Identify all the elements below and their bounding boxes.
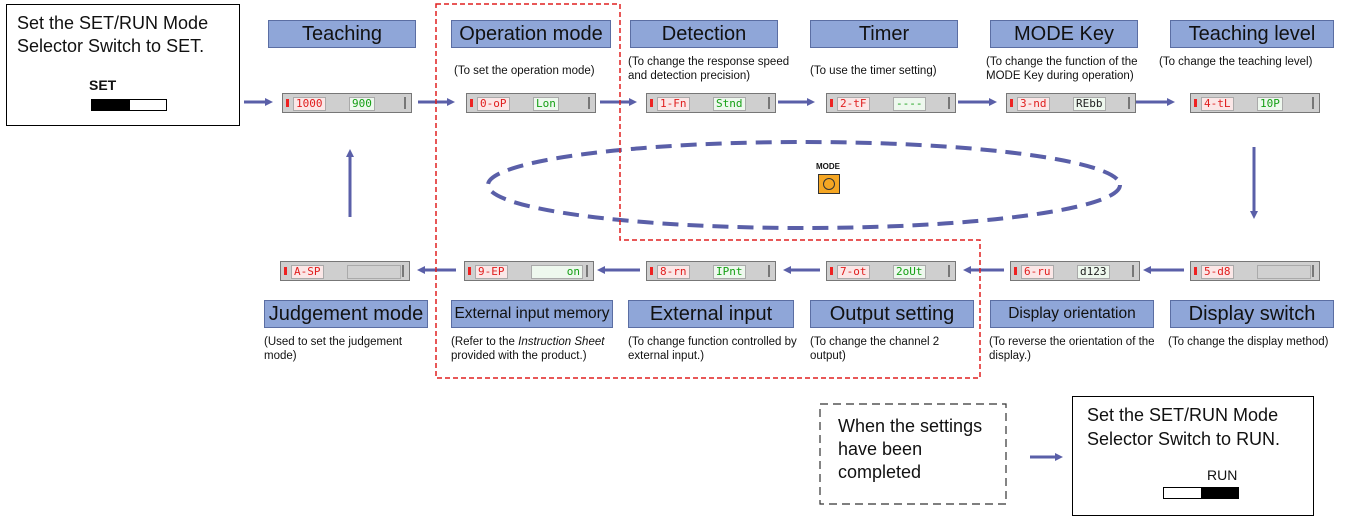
teaching-level-title: Teaching level	[1170, 20, 1334, 48]
display-green: IPnt	[713, 265, 746, 279]
teaching-title: Teaching	[268, 20, 416, 48]
operation-mode-title: Operation mode	[451, 20, 611, 48]
output-setting-title: Output setting	[810, 300, 974, 328]
display-red: 9-EP	[475, 265, 508, 279]
display-red: 2-tF	[837, 97, 870, 111]
display-red: 6-ru	[1021, 265, 1054, 279]
external-input-memory-desc: (Refer to the Instruction Sheet provided…	[451, 336, 605, 362]
display-orientation-desc: (To reverse the orientation of the displ…	[989, 336, 1155, 362]
teaching-display: 1000 900	[282, 93, 412, 113]
timer-display: 2-tF ----	[826, 93, 956, 113]
detection-display: 1-Fn Stnd	[646, 93, 776, 113]
run-switch-label: RUN	[1207, 467, 1238, 483]
mode-button-label: MODE	[816, 162, 840, 171]
external-input-title: External input	[628, 300, 794, 328]
display-green	[347, 265, 401, 279]
external-input-desc: (To change function controlled by extern…	[628, 336, 797, 362]
external-input-display: 8-rn IPnt	[646, 261, 776, 281]
display-red: 1-Fn	[657, 97, 690, 111]
display-green: REbb	[1073, 97, 1106, 111]
display-red: 3-nd	[1017, 97, 1050, 111]
display-switch-desc: (To change the display method)	[1168, 336, 1329, 348]
display-red: 0-oP	[477, 97, 510, 111]
timer-desc: (To use the timer setting)	[810, 65, 937, 77]
end-instruction-text: Set the SET/RUN Mode Selector Switch to …	[1087, 405, 1281, 449]
operation-mode-desc: (To set the operation mode)	[454, 65, 595, 77]
operation-mode-display: 0-oP Lon	[466, 93, 596, 113]
mode-key-desc: (To change the function of the MODE Key …	[986, 56, 1138, 82]
display-green: d123	[1077, 265, 1110, 279]
set-switch-label: SET	[89, 77, 117, 93]
set-run-switch	[1163, 487, 1239, 499]
start-instruction-box: Set the SET/RUN Mode Selector Switch to …	[6, 4, 240, 126]
output-setting-display: 7-ot 2oUt	[826, 261, 956, 281]
display-green: Stnd	[713, 97, 746, 111]
end-instruction-box: Set the SET/RUN Mode Selector Switch to …	[1072, 396, 1314, 516]
detection-desc: (To change the response speed and detect…	[628, 56, 790, 82]
detection-title: Detection	[630, 20, 778, 48]
display-orientation-display: 6-ru d123	[1010, 261, 1140, 281]
mode-key-display: 3-nd REbb	[1006, 93, 1136, 113]
mode-button[interactable]	[818, 174, 840, 194]
done-box-text: When the settings have been completed	[838, 416, 983, 482]
display-switch-title: Display switch	[1170, 300, 1334, 328]
judgement-mode-display: A-SP	[280, 261, 410, 281]
display-red: 5-d8	[1201, 265, 1234, 279]
output-setting-desc: (To change the channel 2 output)	[810, 336, 940, 362]
display-green: 10P	[1257, 97, 1283, 111]
display-orientation-title: Display orientation	[990, 300, 1154, 328]
judgement-mode-desc: (Used to set the judgement mode)	[264, 336, 403, 362]
display-red: 1000	[293, 97, 326, 111]
teaching-level-desc: (To change the teaching level)	[1159, 56, 1313, 68]
display-red: 7-ot	[837, 265, 870, 279]
timer-title: Timer	[810, 20, 958, 48]
external-input-memory-title: External input memory	[451, 300, 613, 328]
display-green: ----	[893, 97, 926, 111]
display-green: 2oUt	[893, 265, 926, 279]
display-green: on	[531, 265, 583, 279]
mode-key-title: MODE Key	[990, 20, 1138, 48]
set-run-switch	[91, 99, 167, 111]
display-green	[1257, 265, 1311, 279]
external-input-memory-display: 9-EP on	[464, 261, 594, 281]
display-green: 900	[349, 97, 375, 111]
display-red: A-SP	[291, 265, 324, 279]
display-switch-display: 5-d8	[1190, 261, 1320, 281]
display-green: Lon	[533, 97, 559, 111]
start-instruction-text: Set the SET/RUN Mode Selector Switch to …	[17, 13, 209, 56]
teaching-level-display: 4-tL 10P	[1190, 93, 1320, 113]
display-red: 4-tL	[1201, 97, 1234, 111]
display-red: 8-rn	[657, 265, 690, 279]
judgement-mode-title: Judgement mode	[264, 300, 428, 328]
